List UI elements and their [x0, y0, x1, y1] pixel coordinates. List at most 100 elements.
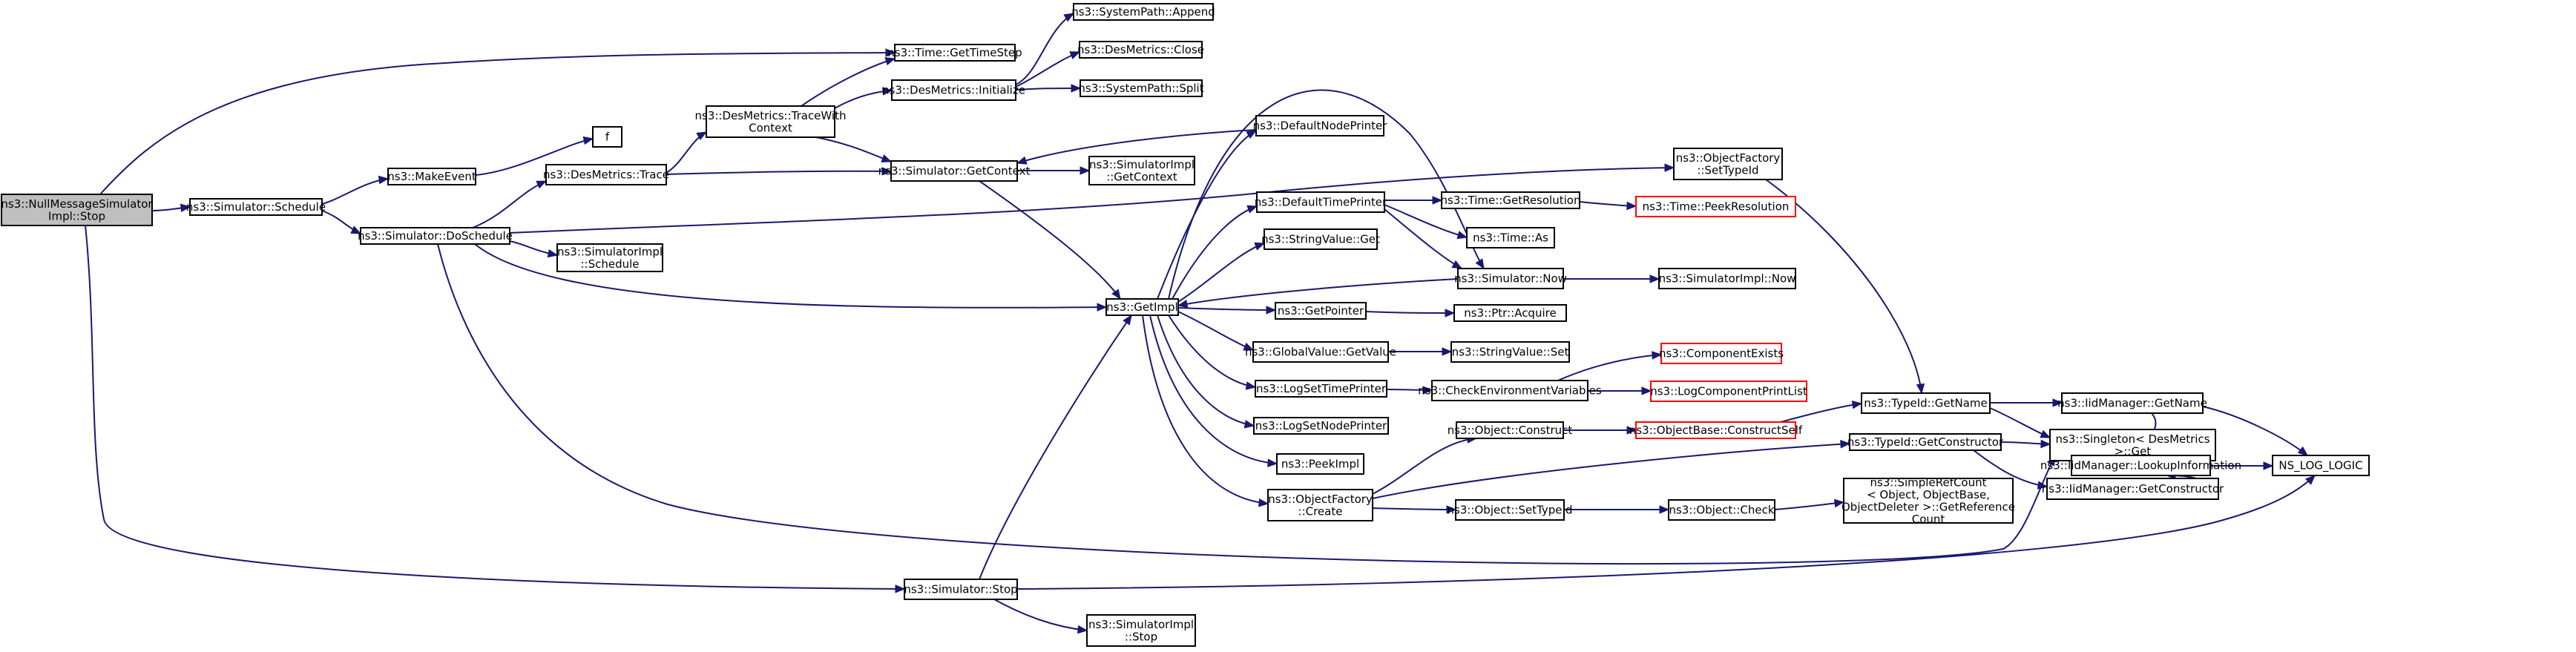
edge-arrowhead [1851, 401, 1863, 409]
node-doschedule[interactable]: ns3::Simulator::DoSchedule [358, 227, 513, 245]
edge-line [1149, 315, 1278, 464]
edge-getimpl-to-peekimpl [1149, 315, 1278, 467]
edge-line [801, 58, 896, 107]
edge-arrowhead [582, 136, 594, 145]
edge-objconstruct-to-constructself [1563, 426, 1637, 435]
node-globalvalueget[interactable]: ns3::GlobalValue::GetValue [1245, 341, 1396, 363]
node-typeidgetctor[interactable]: ns3::TypeId::GetConstructor [1847, 433, 2004, 451]
node-desinit[interactable]: ns3::DesMetrics::Initialize [882, 79, 1025, 101]
node-implschedule[interactable]: ns3::SimulatorImpl::Schedule [556, 243, 663, 272]
edge-line [1142, 315, 1269, 504]
node-simnow[interactable]: ns3::Simulator::Now [1454, 268, 1567, 289]
edge-getimpl-to-getpointer [1177, 306, 1277, 315]
node-simplerefcount[interactable]: ns3::SimpleRefCount< Object, ObjectBase,… [1841, 475, 2015, 526]
node-checkenv[interactable]: ns3::CheckEnvironmentVariables [1418, 380, 1602, 401]
node-defaultnodeprinter[interactable]: ns3::DefaultNodePrinter [1253, 115, 1388, 136]
edge-arrowhead [1177, 299, 1189, 309]
edge-arrowhead [2040, 439, 2051, 449]
node-objsettypeid[interactable]: ns3::Object::SetTypeId [1448, 499, 1573, 521]
edge-line [1172, 205, 1258, 300]
edge-line [1177, 278, 1459, 306]
edge-arrowhead [881, 154, 893, 162]
node-objcheck[interactable]: ns3::Object::Check [1668, 499, 1775, 521]
node-box [1455, 499, 1565, 521]
node-peekresolution[interactable]: ns3::Time::PeekResolution [1635, 196, 1796, 217]
node-lookupinfo[interactable]: ns3::IidManager::LookupInformation [2040, 455, 2241, 476]
edge-line [474, 243, 1107, 309]
node-box [387, 168, 476, 185]
node-getimpl[interactable]: ns3::GetImpl [1105, 298, 1179, 316]
node-logcompprint[interactable]: ns3::LogComponentPrintList [1650, 381, 1807, 402]
node-timeas[interactable]: ns3::Time::As [1466, 227, 1555, 248]
node-ofcreate[interactable]: ns3::ObjectFactory::Create [1267, 489, 1373, 521]
node-label: ns3::Time::PeekResolution [1643, 200, 1790, 214]
edge-defaultnodeprinter-to-getcontext [1016, 129, 1257, 165]
edge-defaulttimeprinter-to-getresolution [1384, 196, 1443, 205]
node-implgetcontext[interactable]: ns3::SimulatorImpl::GetContext [1088, 156, 1195, 185]
node-label: ns3::Ptr::Acquire [1464, 306, 1556, 320]
node-box [1, 194, 153, 226]
node-f[interactable]: f [592, 126, 622, 148]
node-label: Context [749, 121, 792, 134]
edge-checkenv-to-logcompprint [1588, 386, 1652, 395]
node-box [2046, 478, 2219, 500]
edge-line [1765, 179, 1922, 394]
node-label: ns3::TypeId::GetConstructor [1847, 435, 2004, 449]
edge-arrowhead [1833, 498, 1845, 508]
edge-line [993, 599, 1088, 631]
node-label: ns3::Object::Construct [1448, 424, 1573, 437]
node-getpointer[interactable]: ns3::GetPointer [1275, 302, 1367, 320]
node-logsettimeprinter[interactable]: ns3::LogSetTimePrinter [1255, 380, 1387, 398]
edge-doschedule-to-destrace [472, 180, 548, 228]
edge-arrowhead [1626, 201, 1637, 211]
edge-getimpl-to-logsettimeprinter [1168, 315, 1257, 390]
node-simstop[interactable]: ns3::Simulator::Stop [904, 579, 1018, 600]
edge-arrowhead [1111, 289, 1121, 300]
node-logsetnodeprinter[interactable]: ns3::LogSetNodePrinter [1253, 417, 1389, 435]
node-label: ns3::Singleton< DesMetrics [2055, 432, 2209, 446]
node-desclose[interactable]: ns3::DesMetrics::Close [1077, 41, 1204, 59]
edge-getimpl-to-globalvalueget [1177, 311, 1255, 351]
node-getcontext[interactable]: ns3::Simulator::GetContext [878, 160, 1031, 182]
node-ptracquire[interactable]: ns3::Ptr::Acquire [1453, 304, 1567, 322]
node-box [891, 79, 1016, 101]
node-compexists[interactable]: ns3::ComponentExists [1659, 343, 1784, 364]
node-typeidgetname[interactable]: ns3::TypeId::GetName [1861, 392, 1991, 414]
node-sched[interactable]: ns3::Simulator::Schedule [186, 198, 326, 216]
node-iidgetname[interactable]: ns3::IidManager::GetName [2057, 392, 2207, 414]
node-label: ns3::DefaultTimePrinter [1255, 196, 1387, 209]
node-stringvalueget[interactable]: ns3::StringValue::Get [1261, 228, 1380, 250]
edge-objsettypeid-to-objcheck [1564, 505, 1670, 514]
node-destrace[interactable]: ns3::DesMetrics::Trace [543, 164, 669, 185]
edge-tracewith-to-gettimestep [801, 57, 896, 107]
node-ofsettypeid[interactable]: ns3::ObjectFactory::SetTypeId [1673, 148, 1783, 180]
node-append[interactable]: ns3::SystemPath::Append [1071, 3, 1215, 21]
node-defaulttimeprinter[interactable]: ns3::DefaultTimePrinter [1255, 191, 1387, 213]
edge-arrowhead [885, 48, 896, 57]
node-constructself[interactable]: ns3::ObjectBase::ConstructSelf [1629, 421, 1803, 439]
node-implnow[interactable]: ns3::SimulatorImpl::Now [1658, 268, 1796, 289]
edge-line [1015, 88, 1081, 90]
node-makeevent[interactable]: ns3::MakeEvent [387, 168, 476, 185]
edge-line [1372, 443, 1850, 499]
edge-line [1557, 354, 1662, 381]
node-peekimpl[interactable]: ns3::PeekImpl [1276, 453, 1364, 475]
node-stringvalueset[interactable]: ns3::StringValue::Set [1450, 341, 1570, 363]
edge-destrace-to-getcontext [666, 167, 893, 176]
edge-arrowhead [1016, 156, 1028, 165]
node-split[interactable]: ns3::SystemPath::Split [1078, 79, 1204, 97]
node-iidgetctor[interactable]: ns3::IidManager::GetConstructor [2042, 478, 2224, 500]
edge-arrowhead [2040, 429, 2051, 438]
node-box [1457, 268, 1564, 289]
node-label: ns3::ComponentExists [1659, 347, 1784, 360]
edge-arrowhead [1916, 383, 1925, 395]
node-nslog[interactable]: NS_LOG_LOGIC [2272, 455, 2370, 476]
node-implstop[interactable]: ns3::SimulatorImpl::Stop [1086, 614, 1196, 647]
node-label: f [605, 131, 610, 144]
node-objconstruct[interactable]: ns3::Object::Construct [1448, 421, 1573, 439]
edge-desinit-to-split [1015, 84, 1082, 93]
node-getresolution[interactable]: ns3::Time::GetResolution [1441, 191, 1581, 209]
node-gettimestep[interactable]: ns3::Time::GetTimeStep [887, 44, 1022, 62]
